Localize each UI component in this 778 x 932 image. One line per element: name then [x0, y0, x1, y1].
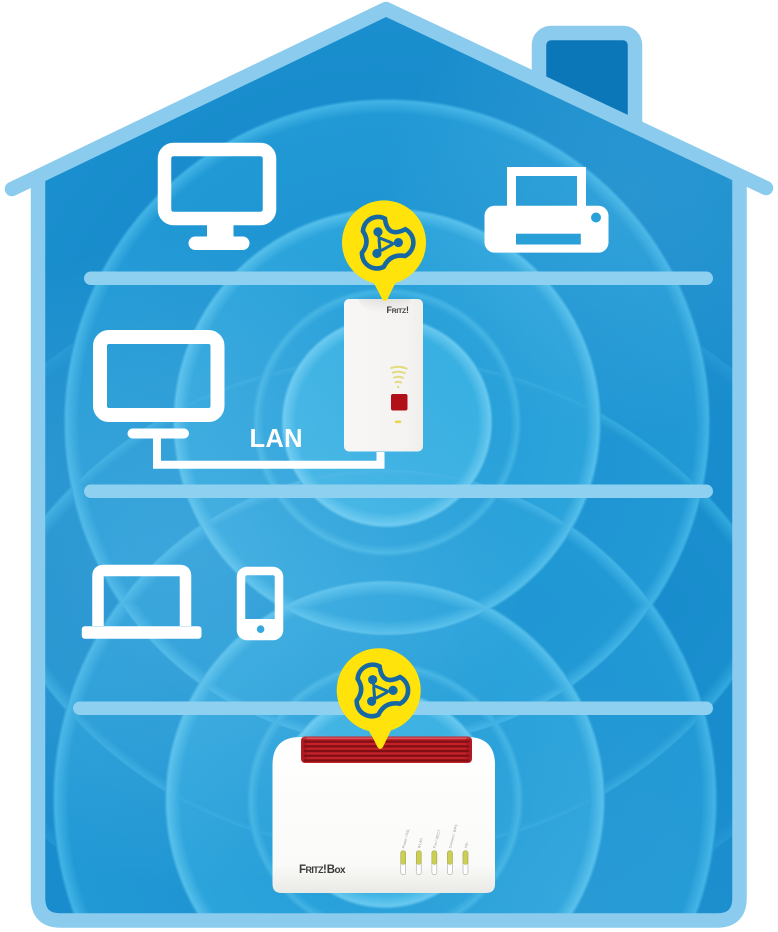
svg-text:Fon / DECT: Fon / DECT	[433, 829, 442, 849]
svg-text:Connect / WPS: Connect / WPS	[448, 823, 458, 848]
svg-text:LAN: LAN	[250, 425, 303, 453]
svg-text:FRITZ!: FRITZ!	[387, 305, 410, 315]
svg-text:Info: Info	[464, 842, 469, 849]
svg-text:FRITZ!Box: FRITZ!Box	[299, 864, 346, 876]
svg-text:WLAN: WLAN	[417, 837, 424, 848]
svg-text:Power / DSL: Power / DSL	[402, 828, 411, 849]
